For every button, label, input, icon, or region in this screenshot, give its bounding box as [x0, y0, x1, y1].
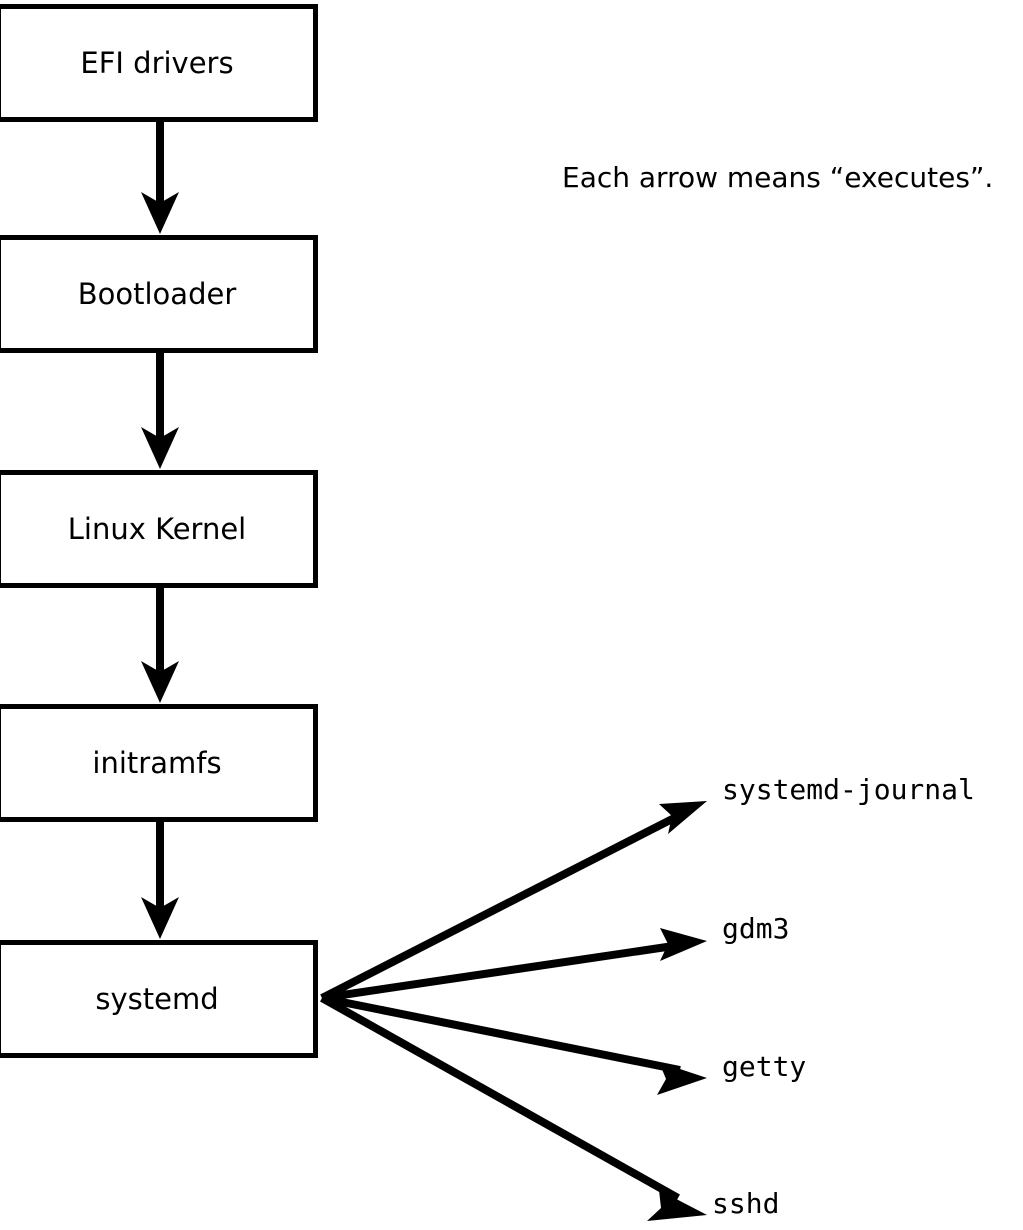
node-label-bootloader: Bootloader — [77, 276, 237, 311]
chain-arrow-efi-to-bootloader — [141, 122, 179, 234]
node-box-initramfs[interactable]: initramfs — [0, 704, 318, 822]
diagram-caption: Each arrow means “executes”. — [562, 161, 994, 194]
node-label-efi-drivers: EFI drivers — [80, 45, 234, 80]
node-box-linux-kernel[interactable]: Linux Kernel — [0, 470, 318, 588]
node-box-efi-drivers[interactable]: EFI drivers — [0, 4, 318, 122]
fanout-arrow-systemd-journal — [320, 801, 707, 1002]
fanout-arrow-sshd — [320, 994, 707, 1221]
node-box-systemd[interactable]: systemd — [0, 940, 318, 1058]
leaf-label-systemd-journal: systemd-journal — [722, 773, 975, 806]
node-label-initramfs: initramfs — [92, 745, 222, 780]
node-label-systemd: systemd — [95, 981, 219, 1016]
leaf-label-getty: getty — [722, 1050, 807, 1083]
leaf-label-sshd: sshd — [712, 1187, 780, 1220]
node-box-bootloader[interactable]: Bootloader — [0, 235, 318, 353]
fanout-arrow-gdm3 — [321, 928, 707, 1002]
node-label-linux-kernel: Linux Kernel — [67, 511, 247, 546]
chain-arrow-bootloader-to-kernel — [141, 353, 179, 469]
fanout-arrow-getty — [321, 994, 707, 1095]
chain-arrow-initramfs-to-systemd — [141, 822, 179, 939]
leaf-label-gdm3: gdm3 — [722, 912, 790, 945]
chain-arrow-kernel-to-initramfs — [141, 588, 179, 703]
